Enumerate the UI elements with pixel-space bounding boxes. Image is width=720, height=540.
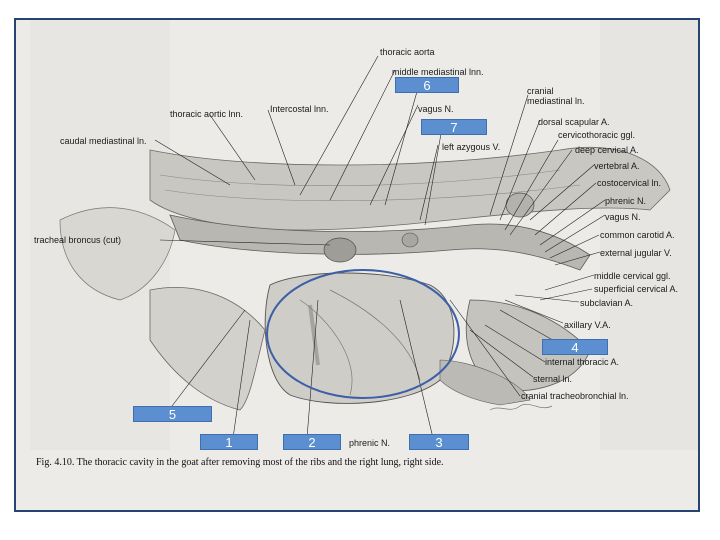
label-costocervical-ln: costocervical ln. <box>597 178 661 188</box>
badge-6: 6 <box>395 77 459 93</box>
label-vagus-n-top: vagus N. <box>418 104 454 114</box>
label-internal-thoracic-a: internal thoracic A. <box>545 357 619 367</box>
label-middle-cervical-ggl: middle cervical ggl. <box>594 271 671 281</box>
label-cervicothoracic-ggl: cervicothoracic ggl. <box>558 130 635 140</box>
label-subclavian-a: subclavian A. <box>580 298 633 308</box>
badge-3: 3 <box>409 434 469 450</box>
label-tracheal-broncus: tracheal broncus (cut) <box>34 235 121 245</box>
badge-7: 7 <box>421 119 487 135</box>
badge-2: 2 <box>283 434 341 450</box>
badge-1: 1 <box>200 434 258 450</box>
label-sternal-ln: sternal ln. <box>533 374 572 384</box>
label-phrenic-n-bottom: phrenic N. <box>349 438 390 448</box>
label-vertebral-a: vertebral A. <box>594 161 640 171</box>
label-axillary-va: axillary V.A. <box>564 320 611 330</box>
label-deep-cervical-a: deep cervical A. <box>575 145 639 155</box>
label-thoracic-aorta: thoracic aorta <box>380 47 435 57</box>
label-phrenic-n-right: phrenic N. <box>605 196 646 206</box>
label-superficial-cervical-a: superficial cervical A. <box>594 284 678 294</box>
label-cranial-tracheobronchial-ln: cranial tracheobronchial ln. <box>521 391 629 401</box>
label-vagus-n-right: vagus N. <box>605 212 641 222</box>
label-left-azygous-v: left azygous V. <box>442 142 500 152</box>
label-thoracic-aortic-lnn: thoracic aortic lnn. <box>170 109 243 119</box>
heart-region <box>265 273 454 403</box>
lymph-node <box>402 233 418 247</box>
label-external-jugular-v: external jugular V. <box>600 248 672 258</box>
label-cranial-mediastinal-ln: cranial mediastinal ln. <box>527 86 585 106</box>
label-intercostal-lnn: Intercostal lnn. <box>270 104 329 114</box>
figure-caption: Fig. 4.10. The thoracic cavity in the go… <box>36 457 444 468</box>
label-caudal-mediastinal-ln: caudal mediastinal ln. <box>60 136 147 146</box>
badge-4: 4 <box>542 339 608 355</box>
label-middle-mediastinal-lnn: middle mediastinal lnn. <box>392 67 484 77</box>
badge-5: 5 <box>133 406 212 422</box>
label-common-carotid-a: common carotid A. <box>600 230 675 240</box>
tracheal-bronchus <box>324 238 356 262</box>
label-dorsal-scapular-a: dorsal scapular A. <box>538 117 610 127</box>
